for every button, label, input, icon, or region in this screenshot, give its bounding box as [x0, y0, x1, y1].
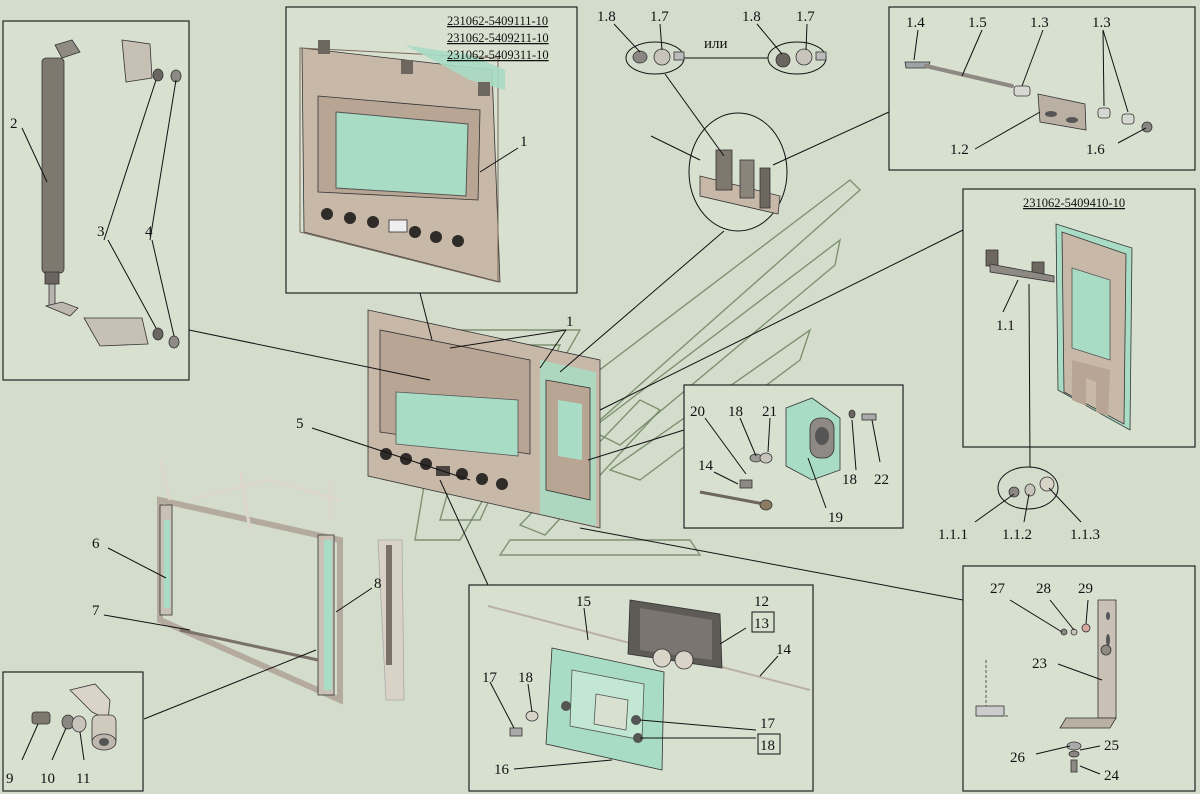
label-6: 6 — [92, 536, 100, 552]
label-11: 11 — [76, 771, 90, 787]
label-1-1-2: 1.1.2 — [1002, 527, 1032, 543]
label-1-1: 1.1 — [996, 318, 1015, 334]
label-8: 8 — [374, 576, 382, 592]
code-window-3: 231062-5409311-10 — [447, 48, 549, 62]
label-18-mech-a: 18 — [518, 670, 533, 686]
label-17-mech-b: 17 — [760, 716, 776, 732]
label-18-lock-a: 18 — [728, 404, 743, 420]
panel-holes — [321, 208, 464, 247]
label-25: 25 — [1104, 738, 1119, 754]
label-1-top: 1 — [520, 134, 528, 150]
label-ili: или — [704, 36, 728, 52]
label-20: 20 — [690, 404, 705, 420]
label-1-8-a: 1.8 — [597, 9, 616, 25]
label-1-7-b: 1.7 — [796, 9, 815, 25]
label-12: 12 — [754, 594, 769, 610]
box-hinge-variant: 231062-5409410-10 1.1 1.1.1 1.1.2 1.1.3 — [938, 188, 1196, 543]
label-9: 9 — [6, 771, 14, 787]
lower-bracket — [83, 317, 149, 347]
label-16: 16 — [494, 762, 510, 778]
label-18-mech-b: 18 — [760, 738, 775, 754]
hinge-magnifier — [650, 73, 890, 232]
label-13: 13 — [754, 616, 769, 632]
code-window-2: 231062-5409211-10 — [447, 31, 549, 45]
label-17-mech-a: 17 — [482, 670, 498, 686]
main-window-assembly: 1 5 — [188, 229, 964, 601]
label-1-6: 1.6 — [1086, 142, 1105, 158]
label-28: 28 — [1036, 581, 1051, 597]
box-gas-strut: 2 3 4 — [2, 20, 190, 381]
label-15: 15 — [576, 594, 591, 610]
strut-top-ball-joint — [54, 39, 81, 59]
box-hinge-parts: 1.4 1.5 1.3 1.3 1.2 1.6 — [888, 6, 1196, 171]
label-1-main: 1 — [566, 314, 574, 330]
label-1-5: 1.5 — [968, 15, 987, 31]
label-23: 23 — [1032, 656, 1047, 672]
label-1-2: 1.2 — [950, 142, 969, 158]
label-24: 24 — [1104, 768, 1120, 784]
lower-frame-assembly: 6 7 8 — [92, 459, 405, 720]
label-21: 21 — [762, 404, 777, 420]
label-1-3-a: 1.3 — [1030, 15, 1049, 31]
label-14-mech: 14 — [776, 642, 792, 658]
label-26: 26 — [1010, 750, 1026, 766]
label-4: 4 — [145, 224, 153, 240]
label-10: 10 — [40, 771, 55, 787]
label-19: 19 — [828, 510, 843, 526]
label-3: 3 — [97, 224, 105, 240]
label-27: 27 — [990, 581, 1006, 597]
hinge-washer-detail: 1.8 1.7 1.8 1.7 или — [597, 9, 827, 75]
code-hinge-variant: 231062-5409410-10 — [1023, 196, 1125, 210]
gas-strut-cylinder — [41, 57, 65, 274]
window-glass — [335, 111, 469, 197]
label-1-1-3: 1.1.3 — [1070, 527, 1100, 543]
upper-bracket — [121, 39, 153, 83]
label-5: 5 — [296, 416, 304, 432]
box-lock: 20 18 21 14 18 22 19 — [683, 384, 904, 529]
box-mechanism: 15 12 13 14 17 18 17 18 16 — [468, 584, 814, 792]
gas-strut-rod — [48, 283, 56, 307]
label-18-lock-b: 18 — [842, 472, 857, 488]
box-hinge-bracket: 9 10 11 — [2, 671, 144, 792]
label-1-8-b: 1.8 — [742, 9, 761, 25]
label-1-3-b: 1.3 — [1092, 15, 1111, 31]
label-1-1-1: 1.1.1 — [938, 527, 968, 543]
code-window-1: 231062-5409111-10 — [447, 14, 548, 28]
label-29: 29 — [1078, 581, 1093, 597]
label-22: 22 — [874, 472, 889, 488]
label-14-lock: 14 — [698, 458, 714, 474]
box-window-panel: 231062-5409111-10 231062-5409211-10 2310… — [285, 6, 578, 294]
label-2: 2 — [10, 116, 18, 132]
label-1-7-a: 1.7 — [650, 9, 669, 25]
label-1-4: 1.4 — [906, 15, 925, 31]
box-l-bracket: 27 28 29 23 26 25 24 — [962, 565, 1196, 792]
label-7: 7 — [92, 603, 100, 619]
